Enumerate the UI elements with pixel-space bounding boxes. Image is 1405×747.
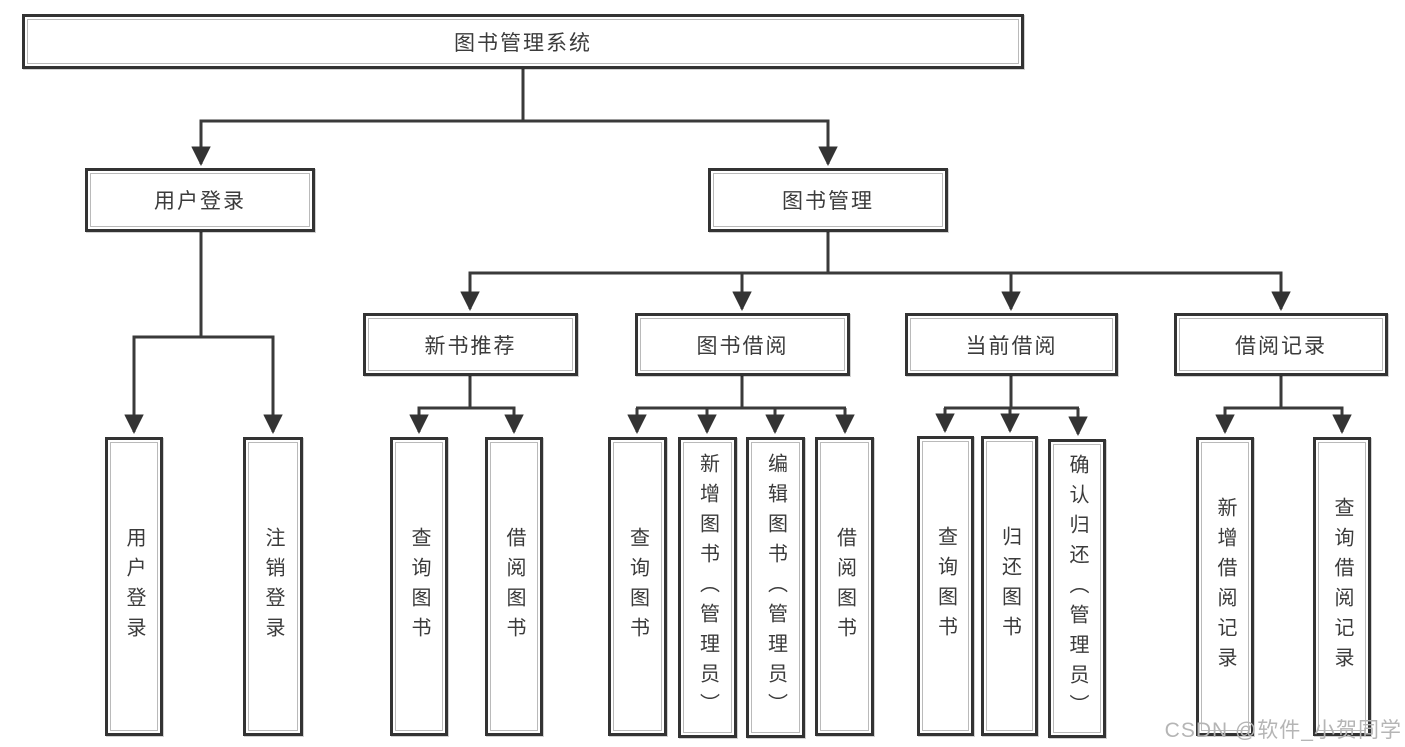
- leaf-label: 新增借阅记录: [1214, 496, 1236, 677]
- leaf-label: 确认归还（管理员）: [1066, 453, 1088, 724]
- leaf-label: 查询图书: [408, 526, 430, 647]
- node-label: 借阅记录: [1235, 334, 1327, 358]
- node-book-management: 图书管理: [708, 168, 948, 232]
- leaf-borrow-books-2: 借阅图书: [815, 437, 874, 736]
- node-label: 新书推荐: [424, 334, 517, 358]
- leaf-label: 新增图书（管理员）: [696, 452, 719, 723]
- leaf-query-books-3: 查询图书: [917, 436, 974, 736]
- node-label: 图书管理系统: [454, 31, 592, 55]
- node-book-borrowing: 图书借阅: [635, 313, 850, 376]
- leaf-label: 注销登录: [262, 526, 284, 647]
- node-current-borrowing: 当前借阅: [905, 313, 1118, 376]
- node-label: 当前借阅: [965, 334, 1058, 358]
- leaf-label: 查询图书: [934, 526, 957, 646]
- leaf-query-books-2: 查询图书: [608, 437, 667, 736]
- leaf-add-borrow-record: 新增借阅记录: [1196, 437, 1254, 736]
- leaf-label: 借阅图书: [503, 526, 525, 647]
- leaf-return-books: 归还图书: [981, 436, 1038, 736]
- leaf-label: 查询图书: [626, 526, 649, 647]
- leaf-label: 借阅图书: [833, 526, 856, 647]
- node-label: 图书管理: [782, 190, 874, 213]
- leaf-confirm-return-admin: 确认归还（管理员）: [1048, 439, 1106, 738]
- node-label: 用户登录: [154, 190, 246, 213]
- leaf-query-borrow-record: 查询借阅记录: [1313, 437, 1371, 736]
- leaf-label: 查询借阅记录: [1331, 496, 1353, 677]
- node-library-system: 图书管理系统: [22, 14, 1024, 69]
- leaf-label: 归还图书: [998, 526, 1021, 646]
- node-borrowing-records: 借阅记录: [1174, 313, 1388, 376]
- node-label: 图书借阅: [696, 334, 789, 358]
- leaf-label: 用户登录: [123, 526, 145, 647]
- leaf-logout: 注销登录: [243, 437, 303, 736]
- leaf-edit-book-admin: 编辑图书（管理员）: [746, 437, 805, 738]
- node-user-login: 用户登录: [85, 168, 315, 232]
- leaf-user-login: 用户登录: [105, 437, 163, 736]
- leaf-query-books: 查询图书: [390, 437, 448, 736]
- leaf-label: 编辑图书（管理员）: [764, 452, 787, 723]
- node-new-book-recommendation: 新书推荐: [363, 313, 578, 376]
- leaf-borrow-books: 借阅图书: [485, 437, 543, 736]
- leaf-add-book-admin: 新增图书（管理员）: [678, 437, 737, 738]
